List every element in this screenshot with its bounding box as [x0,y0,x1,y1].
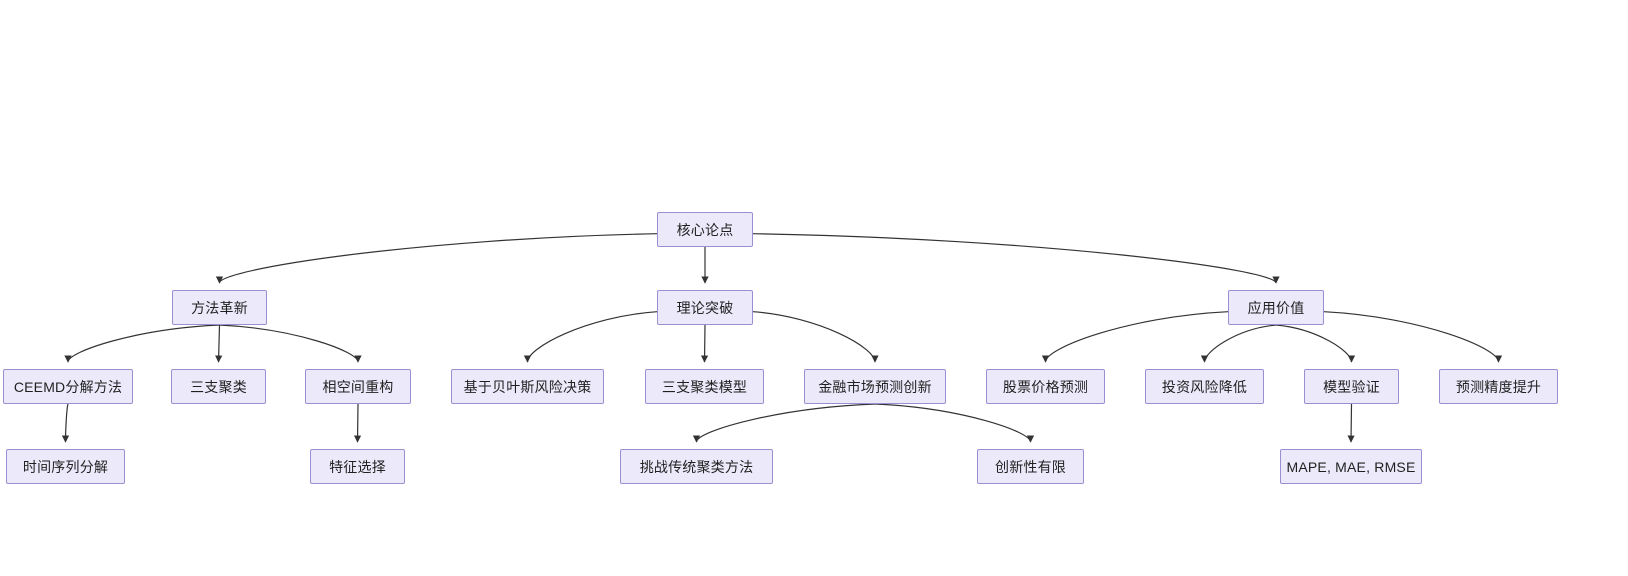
node-n2b[interactable]: 三支聚类模型 [645,369,764,404]
edge-n3-to-n3a [1041,311,1229,363]
node-label: 三支聚类 [190,378,247,395]
edge-n1a-to-n1a1 [61,403,70,443]
edge-n2c-to-n2c2 [874,403,1035,443]
node-n1c[interactable]: 相空间重构 [305,369,411,404]
node-n3c[interactable]: 模型验证 [1304,369,1399,404]
node-n3c1[interactable]: MAPE, MAE, RMSE [1280,449,1422,484]
node-root[interactable]: 核心论点 [657,212,753,247]
node-n2a[interactable]: 基于贝叶斯风险决策 [451,369,604,404]
node-n1c1[interactable]: 特征选择 [310,449,405,484]
edge-n2c-to-n2c1 [692,403,876,443]
node-n1a1[interactable]: 时间序列分解 [6,449,125,484]
edge-n1-to-n1a [64,324,220,363]
node-n3a[interactable]: 股票价格预测 [986,369,1105,404]
node-n3b[interactable]: 投资风险降低 [1145,369,1264,404]
edge-n2-to-n2c [752,311,879,363]
node-label: 时间序列分解 [22,458,109,475]
edge-n2-to-n2b [700,324,709,363]
edge-n3c-to-n3c1 [1347,403,1355,443]
edge-n1-to-n1c [219,324,362,363]
edge-n3-to-n3b [1200,324,1277,363]
node-n1b[interactable]: 三支聚类 [171,369,266,404]
node-label: 投资风险降低 [1161,378,1248,395]
node-label: 金融市场预测创新 [818,378,932,395]
node-label: MAPE, MAE, RMSE [1286,458,1416,475]
node-label: 基于贝叶斯风险决策 [463,378,592,395]
node-label: 核心论点 [676,221,734,238]
node-label: 特征选择 [329,458,386,475]
node-label: 预测精度提升 [1455,378,1542,395]
node-label: 相空间重构 [322,378,394,395]
edge-root-to-n1 [215,233,658,284]
node-label: 创新性有限 [995,458,1066,475]
node-label: 方法革新 [191,299,248,316]
node-label: CEEMD分解方法 [13,378,123,395]
node-label: 模型验证 [1323,378,1380,395]
node-n3[interactable]: 应用价值 [1228,290,1324,325]
node-label: 理论突破 [676,299,734,316]
edge-n1-to-n1b [215,324,223,363]
node-n2c[interactable]: 金融市场预测创新 [804,369,946,404]
node-label: 股票价格预测 [1002,378,1089,395]
edge-n2-to-n2a [523,311,658,363]
node-label: 应用价值 [1247,299,1305,316]
edge-n1c-to-n1c1 [353,403,362,443]
node-label: 三支聚类模型 [661,378,748,395]
node-n3d[interactable]: 预测精度提升 [1439,369,1558,404]
edges-group [61,233,1503,443]
edge-n3-to-n3c [1275,324,1356,363]
node-label: 挑战传统聚类方法 [639,458,754,475]
node-n2[interactable]: 理论突破 [657,290,753,325]
node-n2c1[interactable]: 挑战传统聚类方法 [620,449,773,484]
node-n2c2[interactable]: 创新性有限 [977,449,1084,484]
edge-n3-to-n3d [1323,311,1503,363]
node-n1[interactable]: 方法革新 [172,290,267,325]
edge-root-to-n3 [752,233,1280,284]
node-n1a[interactable]: CEEMD分解方法 [3,369,133,404]
